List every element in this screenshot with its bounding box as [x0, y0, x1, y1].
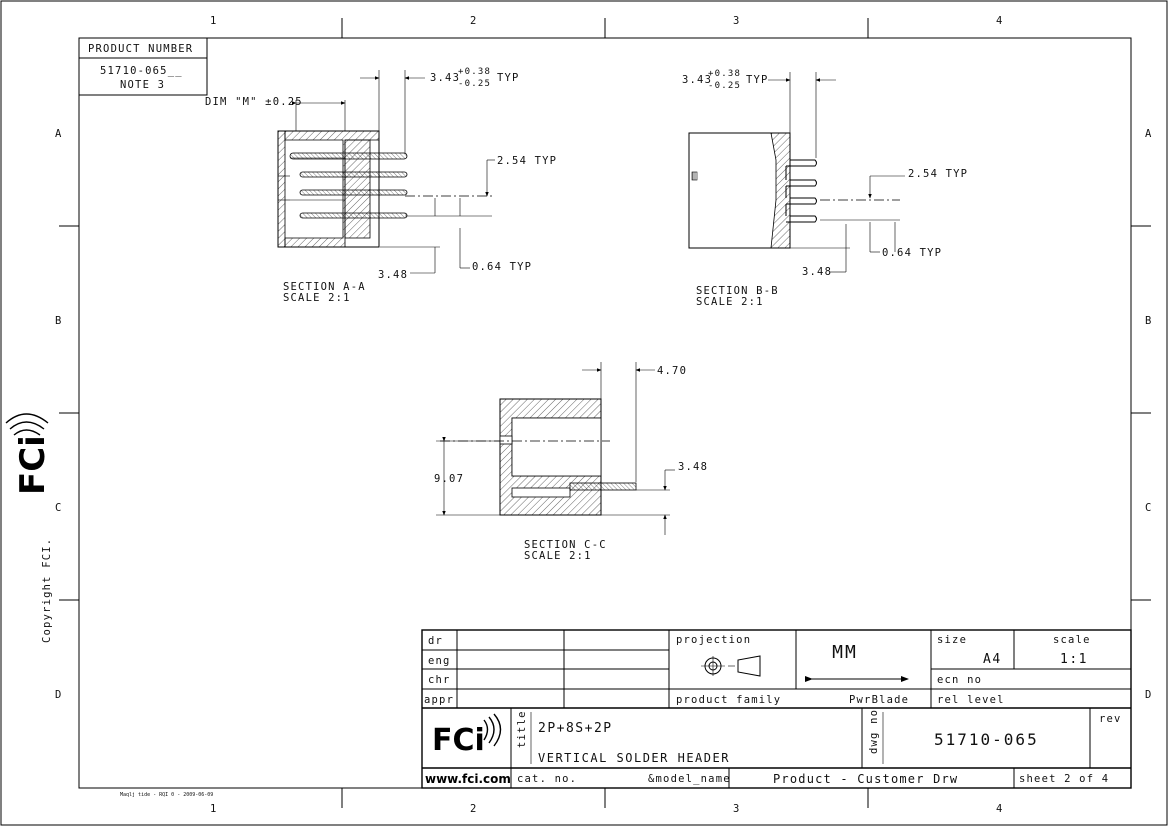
section-cc-view	[440, 398, 637, 516]
section-bb-view	[688, 132, 817, 249]
product-number-box: PRODUCT NUMBER 51710-065__ NOTE 3	[78, 37, 208, 96]
row-label-right-a: A	[1145, 128, 1153, 140]
margin-fci-logo: FCi	[5, 413, 53, 495]
svg-text:-0.25: -0.25	[458, 79, 491, 89]
svg-text:TYP: TYP	[497, 72, 520, 84]
row-label-left-a: A	[55, 128, 63, 140]
units-label: MM	[832, 642, 858, 663]
eng-label: eng	[428, 655, 451, 667]
section-cc-scale: SCALE 2:1	[524, 550, 592, 562]
scale-value: 1:1	[1060, 652, 1088, 667]
svg-text:4.70: 4.70	[657, 365, 687, 377]
svg-text:0.64 TYP: 0.64 TYP	[882, 247, 942, 259]
svg-text:0.64 TYP: 0.64 TYP	[472, 261, 532, 273]
product-family-label: product family	[676, 694, 781, 706]
col-label-top-2: 2	[470, 15, 478, 27]
svg-text:2.54 TYP: 2.54 TYP	[908, 168, 968, 180]
svg-text:9.07: 9.07	[434, 473, 464, 485]
cat-no-label: cat. no.	[517, 773, 577, 785]
col-label-bottom-1: 1	[210, 803, 218, 815]
dwg-no-value: 51710-065	[934, 730, 1039, 749]
ecn-label: ecn no	[937, 674, 982, 686]
section-bb-scale: SCALE 2:1	[696, 296, 764, 308]
col-label-top-4: 4	[996, 15, 1004, 27]
section-bb-label: SECTION B-B	[696, 285, 779, 297]
projection-symbol-icon	[701, 655, 761, 677]
website-label: www.fci.com	[425, 772, 511, 786]
svg-text:+0.38: +0.38	[708, 69, 741, 79]
svg-text:2.54 TYP: 2.54 TYP	[497, 155, 557, 167]
row-label-right-b: B	[1145, 315, 1153, 327]
title-line2: VERTICAL SOLDER HEADER	[538, 751, 730, 765]
svg-text:FCi: FCi	[432, 723, 485, 758]
size-value: A4	[983, 652, 1002, 667]
section-bb-dimensions: 3.43 +0.38 -0.25 TYP 2.54 TYP 0.64 TYP 3…	[682, 69, 968, 308]
svg-text:3.48: 3.48	[802, 266, 832, 278]
row-label-left-b: B	[55, 315, 63, 327]
product-number-header: PRODUCT NUMBER	[88, 43, 193, 55]
svg-text:FCi: FCi	[13, 435, 53, 495]
zone-ticks	[59, 18, 1151, 808]
appr-label: appr	[424, 694, 454, 706]
title-block: dr eng chr appr projection MM size A4 sc…	[421, 629, 1132, 789]
product-number-note: NOTE 3	[120, 79, 165, 91]
chr-label: chr	[428, 674, 451, 686]
title-line1: 2P+8S+2P	[538, 721, 613, 736]
title-label: title	[516, 710, 528, 748]
section-cc-label: SECTION C-C	[524, 539, 607, 551]
product-number-value: 51710-065__	[100, 65, 183, 77]
section-cc-dimensions: 4.70 9.07 3.48 SECTION C-C SCALE 2:1	[434, 362, 708, 562]
fci-logo-icon: FCi	[432, 713, 502, 758]
product-family-value: PwrBlade	[849, 694, 909, 706]
section-aa-scale: SCALE 2:1	[283, 292, 351, 304]
scale-label: scale	[1053, 634, 1091, 646]
size-label: size	[937, 634, 967, 646]
svg-text:+0.38: +0.38	[458, 67, 491, 77]
model-name-label: &model_name	[648, 773, 731, 785]
section-aa-dimensions: 3.43 +0.38 -0.25 TYP DIM "M" ±0.25 2.54 …	[205, 67, 557, 304]
section-aa-label: SECTION A-A	[283, 281, 366, 293]
sheet-label: sheet 2 of 4	[1019, 773, 1109, 785]
col-label-bottom-3: 3	[733, 803, 741, 815]
svg-text:TYP: TYP	[746, 74, 769, 86]
col-label-top-3: 3	[733, 15, 741, 27]
copyright-text: Copyright FCI.	[41, 538, 53, 643]
projection-label: projection	[676, 634, 751, 646]
svg-text:3.48: 3.48	[678, 461, 708, 473]
dim-m-label: DIM "M" ±0.25	[205, 96, 303, 108]
footer-small-text: Maqlj tide - RQI 0 - 2009-06-09	[120, 792, 213, 798]
rev-label: rev	[1099, 713, 1122, 725]
svg-text:-0.25: -0.25	[708, 81, 741, 91]
dr-label: dr	[428, 635, 443, 647]
svg-text:3.43: 3.43	[430, 72, 460, 84]
dwg-no-label: dwg no	[868, 709, 880, 754]
col-label-bottom-2: 2	[470, 803, 478, 815]
section-aa-view	[277, 130, 408, 248]
col-label-top-1: 1	[210, 15, 218, 27]
drawing-type-label: Product - Customer Drw	[773, 772, 958, 786]
svg-text:3.48: 3.48	[378, 269, 408, 281]
svg-text:3.43: 3.43	[682, 74, 712, 86]
row-label-right-d: D	[1145, 689, 1153, 701]
row-label-left-c: C	[55, 502, 63, 514]
rel-level-label: rel level	[937, 694, 1005, 706]
col-label-bottom-4: 4	[996, 803, 1004, 815]
row-label-left-d: D	[55, 689, 63, 701]
row-label-right-c: C	[1145, 502, 1153, 514]
